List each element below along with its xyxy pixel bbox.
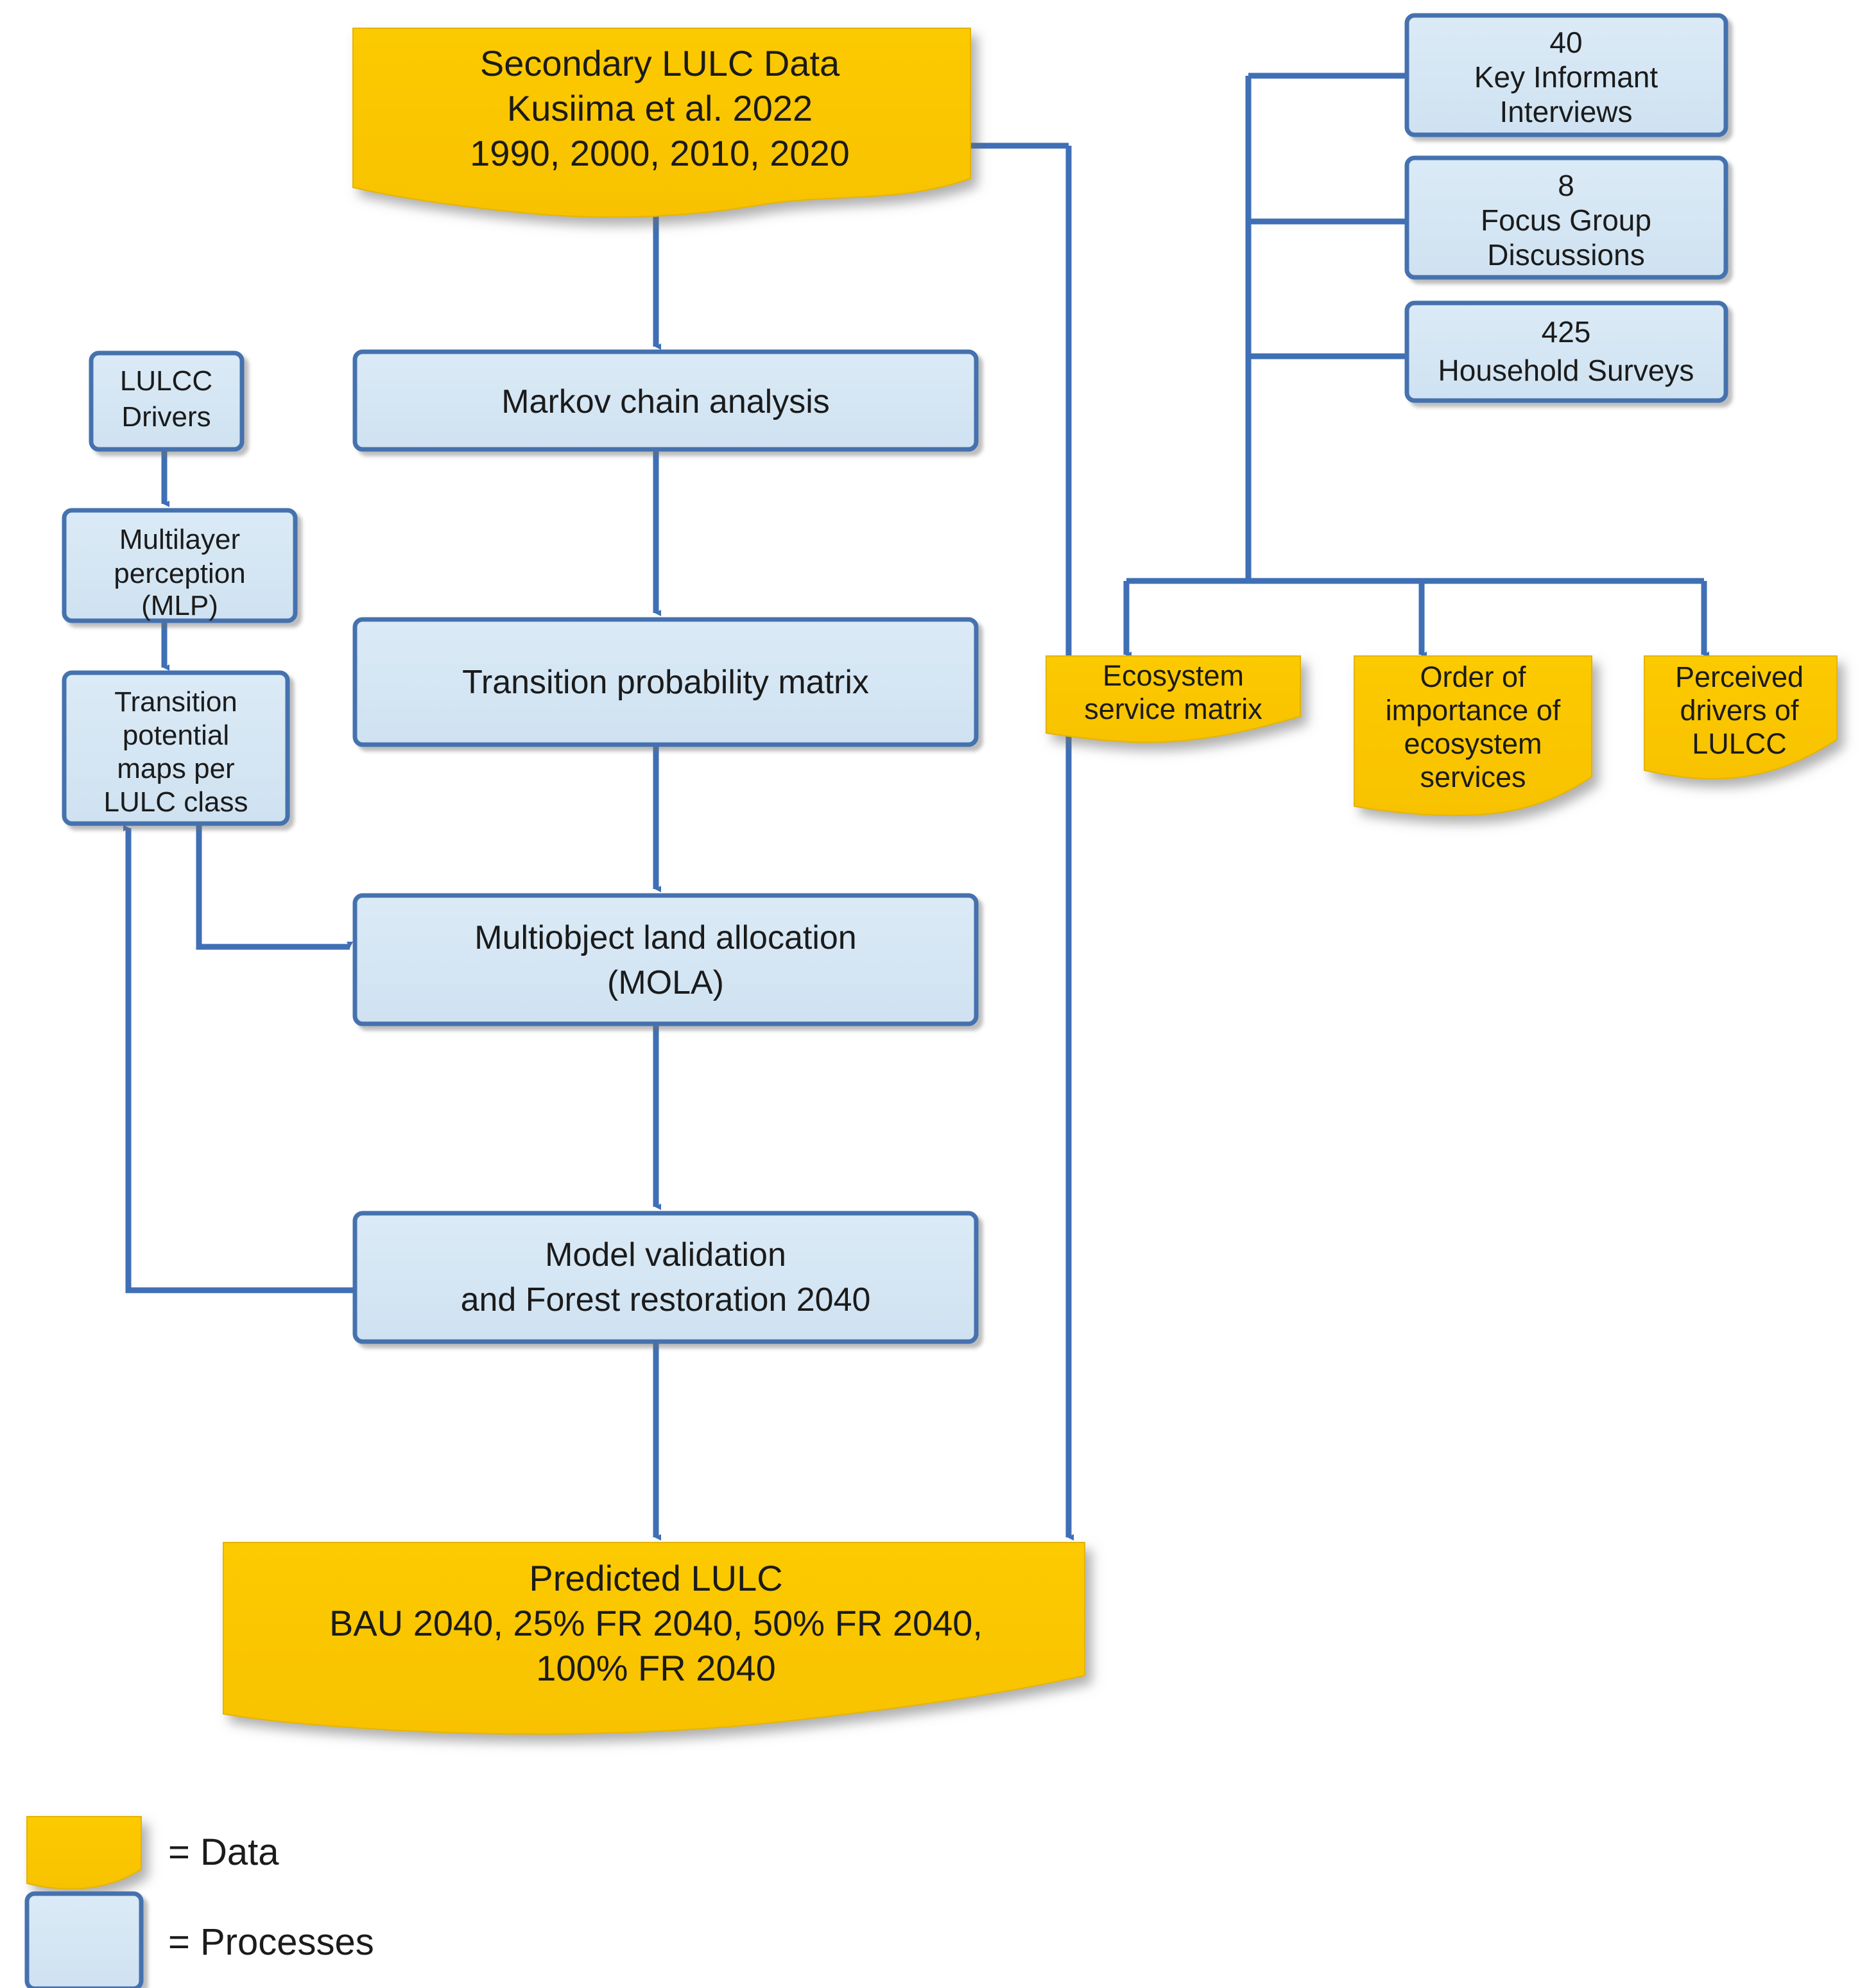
tpmaps-line-0: Transition [114, 686, 237, 718]
legend: = Data = Processes [24, 1816, 374, 1988]
hhs-line-1: Household Surveys [1438, 354, 1694, 387]
node-focus-group-discussions[interactable]: 8 Focus Group Discussions [1404, 155, 1728, 280]
mlp-line-1: perception [114, 558, 245, 589]
predicted-lulc-line-2: 100% FR 2040 [536, 1648, 776, 1688]
ooi-line-2: ecosystem [1404, 727, 1542, 760]
hhs-line-0: 425 [1542, 315, 1591, 349]
kii-line-1: Key Informant [1474, 60, 1658, 94]
legend-item-data: = Data [26, 1816, 279, 1890]
markov-chain-label: Markov chain analysis [501, 383, 830, 420]
connector-tpmaps-to-mola [196, 822, 353, 950]
fgd-line-2: Discussions [1487, 238, 1644, 272]
node-transition-probability-matrix[interactable]: Transition probability matrix [352, 617, 979, 747]
node-markov-chain-analysis[interactable]: Markov chain analysis [352, 349, 979, 452]
node-mlp[interactable]: Multilayer perception (MLP) [62, 508, 298, 623]
mola-line-0: Multiobject land allocation [474, 919, 856, 956]
model-validation-line-1: and Forest restoration 2040 [461, 1281, 871, 1318]
kii-line-2: Interviews [1499, 95, 1632, 128]
pdl-line-1: drivers of [1680, 694, 1799, 727]
node-predicted-lulc[interactable]: Predicted LULC BAU 2040, 25% FR 2040, 50… [223, 1542, 1085, 1735]
connector-validation-to-tpmaps-feedback [123, 825, 359, 1293]
lulcc-drivers-line-1: Drivers [121, 401, 211, 433]
legend-data-label: = Data [168, 1831, 279, 1873]
secondary-lulc-data-line-1: Kusiima et al. 2022 [507, 88, 813, 128]
legend-process-label: = Processes [168, 1921, 374, 1963]
node-mola[interactable]: Multiobject land allocation (MOLA) [352, 893, 979, 1026]
node-model-validation[interactable]: Model validation and Forest restoration … [352, 1211, 979, 1344]
tpmaps-line-1: potential [123, 720, 229, 751]
secondary-lulc-data-line-2: 1990, 2000, 2010, 2020 [470, 133, 850, 173]
node-household-surveys[interactable]: 425 Household Surveys [1404, 300, 1728, 403]
node-secondary-lulc-data[interactable]: Secondary LULC Data Kusiima et al. 2022 … [352, 28, 971, 218]
fgd-line-0: 8 [1558, 169, 1574, 202]
node-key-informant-interviews[interactable]: 40 Key Informant Interviews [1404, 13, 1728, 137]
connector-group [123, 73, 1709, 1541]
legend-item-process: = Processes [24, 1891, 374, 1988]
node-transition-potential-maps[interactable]: Transition potential maps per LULC class [62, 670, 290, 826]
node-ecosystem-service-matrix[interactable]: Ecosystem service matrix [1046, 655, 1301, 743]
node-order-of-importance[interactable]: Order of importance of ecosystem service… [1354, 655, 1592, 817]
mola-line-1: (MOLA) [607, 964, 724, 1001]
esm-line-0: Ecosystem [1103, 659, 1244, 692]
mlp-line-2: (MLP) [141, 590, 218, 621]
lulcc-drivers-line-0: LULCC [120, 365, 212, 397]
ooi-line-3: services [1420, 761, 1526, 793]
tpm-label: Transition probability matrix [462, 664, 869, 701]
ooi-line-1: importance of [1386, 694, 1561, 727]
legend-data-swatch [26, 1816, 142, 1890]
secondary-lulc-data-line-0: Secondary LULC Data [480, 43, 840, 83]
predicted-lulc-line-0: Predicted LULC [529, 1558, 782, 1598]
tpmaps-line-2: maps per [117, 753, 234, 784]
legend-process-swatch [24, 1891, 144, 1988]
ooi-line-0: Order of [1420, 661, 1526, 693]
kii-line-0: 40 [1549, 26, 1582, 59]
pdl-line-2: LULCC [1692, 727, 1787, 760]
pdl-line-0: Perceived [1675, 661, 1804, 693]
fgd-line-1: Focus Group [1481, 203, 1651, 237]
model-validation-line-0: Model validation [545, 1236, 786, 1274]
predicted-lulc-line-1: BAU 2040, 25% FR 2040, 50% FR 2040, [329, 1603, 983, 1643]
esm-line-1: service matrix [1084, 693, 1262, 725]
node-lulcc-drivers[interactable]: LULCC Drivers [89, 350, 245, 452]
mlp-line-0: Multilayer [119, 524, 240, 555]
node-perceived-drivers[interactable]: Perceived drivers of LULCC [1644, 655, 1838, 780]
tpmaps-line-3: LULC class [104, 786, 248, 818]
